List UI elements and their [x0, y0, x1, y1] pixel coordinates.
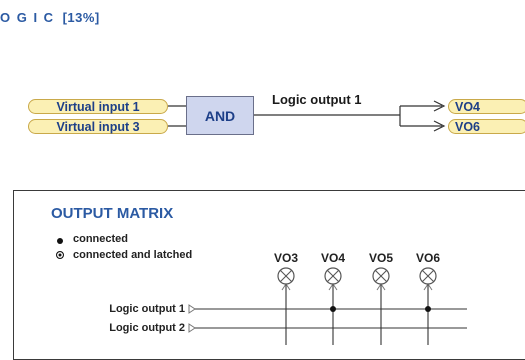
legend-latched: connected and latched [73, 249, 193, 261]
vo4-output-icon [324, 267, 342, 285]
column-vo5: VO5 [368, 251, 393, 265]
row-2-marker-icon [188, 323, 196, 333]
header-percent: [13%] [62, 10, 100, 25]
vo6-output-icon [419, 267, 437, 285]
virtual-input-3-pill: Virtual input 3 [28, 119, 168, 134]
logic-output-label: Logic output 1 [272, 92, 362, 107]
connection-dot-lo1-vo4 [330, 306, 336, 312]
row-logic-output-1: Logic output 1 [55, 303, 185, 315]
column-vo6: VO6 [415, 251, 440, 265]
row-logic-output-2-label: Logic output 2 [109, 322, 185, 334]
output-matrix-grid [188, 267, 467, 345]
vo6-arrow-icon [433, 120, 446, 132]
connection-dot-lo1-vo6 [425, 306, 431, 312]
output-matrix-title: OUTPUT MATRIX [51, 205, 174, 222]
and-gate-label: AND [204, 107, 236, 124]
vo5-output-icon [372, 267, 390, 285]
vo6-pill: VO6 [448, 119, 525, 134]
page-title: O G I C [13%] [0, 10, 100, 25]
and-gate: AND [186, 96, 254, 135]
column-vo3: VO3 [273, 251, 298, 265]
latched-dot-icon [56, 251, 64, 259]
output-matrix-panel [13, 190, 525, 360]
row-logic-output-1-label: Logic output 1 [109, 303, 185, 315]
row-logic-output-2: Logic output 2 [55, 322, 185, 334]
connected-dot-icon [57, 238, 63, 244]
logic-connections [168, 100, 446, 132]
column-vo4: VO4 [320, 251, 345, 265]
legend-connected: connected [73, 233, 129, 245]
row-1-marker-icon [188, 304, 196, 314]
vo3-output-icon [277, 267, 295, 285]
vo4-arrow-icon [433, 100, 446, 112]
header-title: O G I C [0, 10, 55, 25]
virtual-input-1-pill: Virtual input 1 [28, 99, 168, 114]
vo4-pill: VO4 [448, 99, 525, 114]
